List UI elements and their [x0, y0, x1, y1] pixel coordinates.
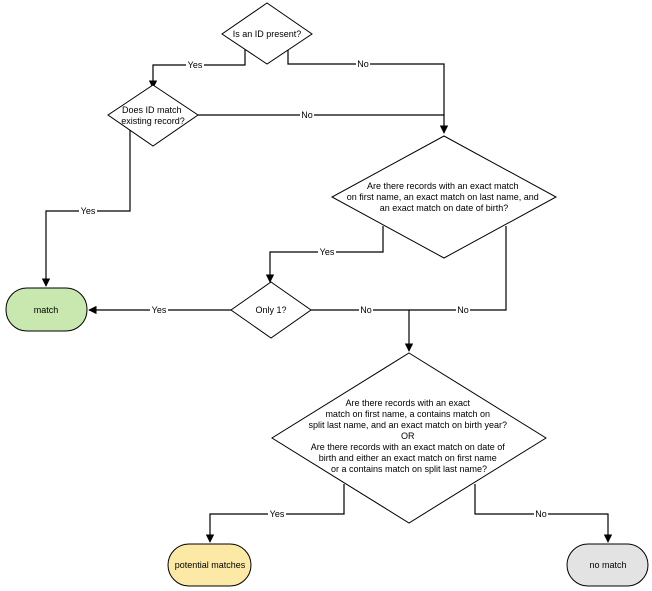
svg-text:Does ID match existing r: Does ID match existing record?	[121, 105, 185, 126]
svg-text:Yes: Yes	[152, 305, 167, 315]
svg-text:No: No	[535, 509, 547, 519]
edge-label-exact-yes: Yes	[318, 246, 336, 257]
edge-label-exact-no: No	[456, 304, 470, 315]
svg-text:No: No	[357, 59, 369, 69]
decision-exact-match: Are there records with an exact match on…	[330, 135, 558, 259]
edge-exact-no	[409, 226, 507, 311]
svg-text:match: match	[34, 305, 59, 315]
terminal-no-match: no match	[566, 543, 649, 587]
svg-text:Yes: Yes	[320, 247, 335, 257]
edge-label-id-present-yes: Yes	[186, 59, 204, 70]
svg-text:potential matches: potential matches	[175, 560, 246, 570]
svg-text:No: No	[301, 110, 313, 120]
decision-only-one: Only 1?	[230, 281, 312, 339]
svg-text:Are there records with an exac: Are there records with an exact match on…	[308, 398, 509, 474]
svg-text:Only 1?: Only 1?	[255, 305, 286, 315]
edge-label-id-match-yes: Yes	[79, 205, 97, 216]
svg-text:Yes: Yes	[81, 206, 96, 216]
svg-text:No: No	[457, 305, 469, 315]
edge-only1-no	[311, 309, 414, 352]
svg-text:Are there records with an exac: Are there records with an exact match on…	[347, 181, 542, 213]
svg-text:No: No	[360, 305, 372, 315]
decision-id-match: Does ID match existing record?	[107, 84, 199, 147]
terminal-potential-matches: potential matches	[167, 543, 252, 587]
edge-label-id-present-no: No	[356, 58, 370, 69]
edge-label-only1-no: No	[359, 304, 373, 315]
terminal-match: match	[5, 287, 88, 332]
edge-label-id-match-no: No	[300, 109, 314, 120]
edge-label-contains-yes: Yes	[268, 508, 286, 519]
decision-contains-match: Are there records with an exact match on…	[271, 352, 547, 524]
decision-id-present: Is an ID present?	[221, 2, 313, 65]
edge-label-only1-yes: Yes	[150, 304, 168, 315]
svg-text:no match: no match	[589, 560, 626, 570]
svg-text:Yes: Yes	[270, 509, 285, 519]
svg-text:Yes: Yes	[188, 60, 203, 70]
edge-label-contains-no: No	[534, 508, 548, 519]
svg-text:Is an ID present?: Is an ID present?	[233, 29, 302, 39]
